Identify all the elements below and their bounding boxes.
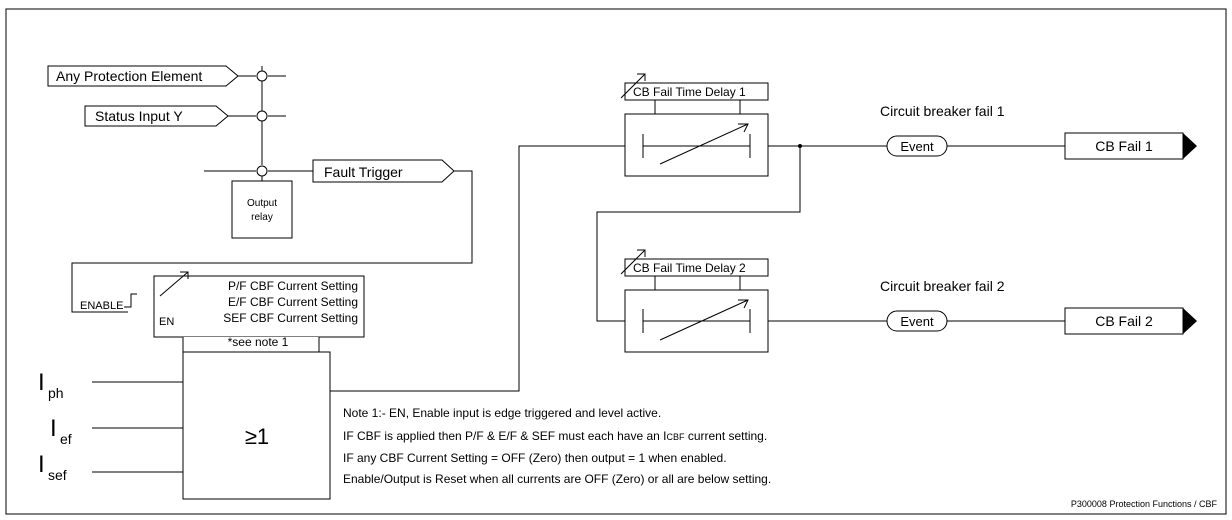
fault-trigger-label: Fault Trigger: [324, 164, 403, 180]
setting-pf: P/F CBF Current Setting: [228, 279, 358, 293]
current-input-ef: I ef: [50, 415, 183, 447]
note-line-2: IF CBF is applied then P/F & E/F & SEF m…: [343, 429, 767, 443]
cascade-wire: [596, 146, 801, 322]
stage-fail-1-label: Circuit breaker fail 1: [880, 103, 1005, 119]
or-output-wire: [330, 145, 625, 392]
input-any-protection-label: Any Protection Element: [56, 68, 202, 84]
current-ph-sub: ph: [48, 385, 64, 401]
diagram-frame: [5, 8, 1227, 515]
or-gate-symbol: ≥1: [245, 424, 269, 449]
current-input-sef: I sef: [38, 451, 183, 483]
timer-delay-1-label: CB Fail Time Delay 1: [633, 85, 746, 99]
delay-ramp-arrow: [659, 299, 749, 341]
delay-ramp-arrow: [659, 123, 749, 165]
stage-fail-2-label: Circuit breaker fail 2: [880, 278, 1005, 294]
cbf-current-settings-block: EN P/F CBF Current Setting E/F CBF Curre…: [153, 271, 365, 338]
adjustable-arrow-icon: [620, 73, 646, 99]
note-reference: *see note 1: [228, 335, 289, 349]
output-relay: Output relay: [231, 180, 293, 239]
adjustable-arrow-icon: [159, 271, 189, 297]
setting-sef: SEF CBF Current Setting: [223, 311, 358, 325]
output-cb-fail-2-label: CB Fail 2: [1095, 313, 1153, 329]
figure-reference: P300008 Protection Functions / CBF: [1071, 499, 1218, 509]
event-1-label: Event: [900, 139, 934, 154]
output-cb-fail-2: CB Fail 2: [1064, 307, 1197, 335]
junction-node: [256, 110, 268, 122]
current-input-ph: I ph: [38, 369, 183, 401]
event-2: Event: [886, 310, 948, 332]
event-1: Event: [886, 135, 948, 157]
setting-ef: E/F CBF Current Setting: [228, 295, 358, 309]
timer-delay-2-label: CB Fail Time Delay 2: [633, 261, 746, 275]
output-cb-fail-1-label: CB Fail 1: [1095, 138, 1153, 154]
junction-node: [256, 70, 268, 82]
current-sef-sub: sef: [48, 467, 67, 483]
note-line-4: Enable/Output is Reset when all currents…: [343, 472, 771, 486]
timer-delay-2: CB Fail Time Delay 2: [620, 249, 769, 353]
or-gate: ≥1: [182, 351, 331, 500]
enable-label: ENABLE: [80, 300, 123, 312]
rising-edge-icon: [124, 293, 137, 308]
input-any-protection: Any Protection Element: [47, 65, 239, 87]
output-cb-fail-1: CB Fail 1: [1064, 132, 1197, 160]
fault-trigger: Fault Trigger: [312, 159, 455, 183]
current-ef-sub: ef: [60, 431, 72, 447]
current-ef-main: I: [50, 415, 57, 442]
output-relay-line1: Output: [247, 198, 277, 209]
notes: Note 1:- EN, Enable input is edge trigge…: [343, 406, 771, 486]
event-2-label: Event: [900, 314, 934, 329]
note-line-1: Note 1:- EN, Enable input is edge trigge…: [343, 406, 661, 420]
note-line-3: IF any CBF Current Setting = OFF (Zero) …: [343, 451, 727, 465]
output-relay-line2: relay: [251, 212, 273, 223]
adjustable-arrow-icon: [620, 249, 646, 275]
junction-node: [256, 165, 268, 177]
input-status-y: Status Input Y: [84, 105, 229, 127]
timer-delay-1: CB Fail Time Delay 1: [620, 73, 769, 177]
current-sef-main: I: [38, 451, 45, 478]
input-status-y-label: Status Input Y: [95, 108, 183, 124]
enable-wire: [71, 170, 473, 313]
current-ph-main: I: [38, 369, 45, 396]
en-label: EN: [159, 316, 174, 328]
